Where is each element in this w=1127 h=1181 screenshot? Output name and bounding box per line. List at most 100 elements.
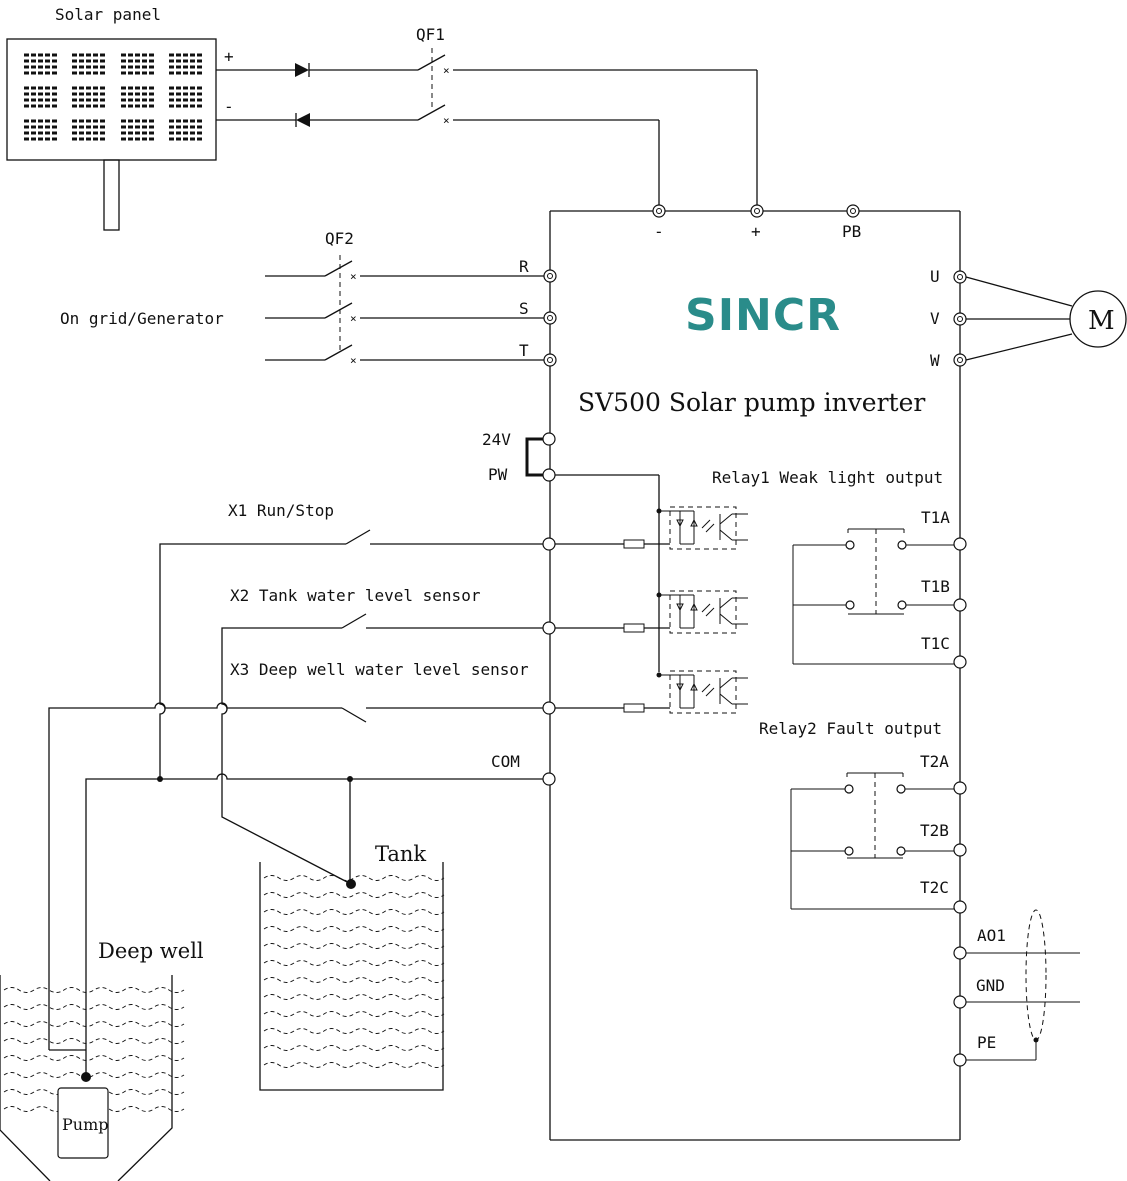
terminal-t2c — [953, 900, 967, 914]
terminal-x1 — [542, 537, 556, 551]
x3-label: X3 Deep well water level sensor — [230, 660, 529, 679]
dc-plus-label: + — [751, 222, 761, 241]
x1-label: X1 Run/Stop — [228, 501, 334, 520]
gnd-label: GND — [976, 976, 1005, 995]
x1-switch — [345, 529, 371, 545]
terminal-t — [543, 353, 557, 367]
terminal-com — [542, 772, 556, 786]
relay2: Relay2 Fault output T2A T2B T2C — [759, 719, 967, 914]
terminal-dc-plus — [750, 204, 764, 218]
tank-sensor-probe — [346, 879, 356, 889]
solar-panel-label: Solar panel — [55, 5, 161, 24]
solar-cells — [24, 53, 202, 141]
svg-text:×: × — [443, 64, 450, 77]
terminal-s-label: S — [519, 299, 529, 318]
relay1-title: Relay1 Weak light output — [712, 468, 943, 487]
inverter-title: SV500 Solar pump inverter — [578, 388, 925, 417]
qf1-switch-bottom — [417, 104, 446, 121]
terminal-r-label: R — [519, 257, 529, 276]
optocoupler-x3-icon — [656, 670, 748, 714]
inverter-body — [549, 210, 961, 1141]
terminal-t2a — [953, 781, 967, 795]
svg-text:×: × — [443, 114, 450, 127]
terminal-t-label: T — [519, 341, 529, 360]
terminal-24v — [542, 432, 556, 446]
solar-plus-label: + — [224, 47, 234, 66]
pump-label: Pump — [62, 1115, 108, 1134]
motor-symbol: M — [1088, 306, 1115, 336]
terminal-gnd — [953, 995, 967, 1009]
solar-panel-pole — [103, 159, 120, 231]
terminal-w-label: W — [930, 351, 940, 370]
terminal-r — [543, 269, 557, 283]
t2b-label: T2B — [920, 821, 949, 840]
grid-input: QF2 On grid/Generator × × × R S T — [60, 229, 557, 367]
deep-well: Deep well Pump — [0, 939, 204, 1181]
digital-inputs: X1 Run/Stop X2 Tank water level sensor X… — [48, 501, 670, 1077]
deep-well-label: Deep well — [98, 939, 204, 963]
motor-output: U V W M — [930, 267, 1127, 370]
tank-water — [263, 875, 445, 1068]
pw-label: PW — [488, 465, 508, 484]
terminal-pb — [846, 204, 860, 218]
terminal-x3 — [542, 701, 556, 715]
svg-text:×: × — [350, 312, 357, 325]
t1b-label: T1B — [921, 577, 950, 596]
relay2-title: Relay2 Fault output — [759, 719, 942, 738]
terminal-x2 — [542, 621, 556, 635]
t1c-label: T1C — [921, 634, 950, 653]
ao1-label: AO1 — [977, 926, 1006, 945]
grid-source-label: On grid/Generator — [60, 309, 224, 328]
qf2-label: QF2 — [325, 229, 354, 248]
qf1-switch-top — [417, 54, 446, 71]
pb-label: PB — [842, 222, 861, 241]
terminal-dc-minus — [652, 204, 666, 218]
com-label: COM — [491, 752, 520, 771]
terminal-t1a — [953, 537, 967, 551]
dc-wiring: QF1 × × — [216, 25, 758, 205]
t2c-label: T2C — [920, 878, 949, 897]
x2-label: X2 Tank water level sensor — [230, 586, 481, 605]
terminal-s — [543, 311, 557, 325]
terminal-u — [953, 270, 967, 284]
motor-icon — [1069, 290, 1127, 348]
diode-positive-icon — [295, 63, 309, 77]
terminal-ao1 — [953, 946, 967, 960]
terminal-t2b — [953, 843, 967, 857]
optocoupler-x2-icon — [656, 590, 748, 634]
analog-output: AO1 GND PE — [953, 909, 1080, 1067]
brand-logo: SINCR — [685, 290, 841, 341]
dc-minus-label: - — [654, 222, 664, 241]
terminal-v — [953, 312, 967, 326]
svg-text:×: × — [350, 354, 357, 367]
well-sensor-probe — [81, 1072, 91, 1082]
tank: Tank — [259, 842, 445, 1091]
terminal-u-label: U — [930, 267, 940, 286]
tank-outline — [259, 862, 444, 1091]
terminal-t1b — [953, 598, 967, 612]
t2a-label: T2A — [920, 752, 949, 771]
diode-negative-icon — [296, 113, 310, 127]
solar-panel: Solar panel + - — [6, 5, 234, 231]
dc-terminals: - + PB — [652, 204, 861, 241]
solar-minus-label: - — [224, 97, 234, 116]
qf1-label: QF1 — [416, 25, 445, 44]
terminal-pe — [953, 1053, 967, 1067]
terminal-v-label: V — [930, 309, 940, 328]
t1a-label: T1A — [921, 508, 950, 527]
v24-label: 24V — [482, 430, 511, 449]
optocouplers — [656, 506, 748, 714]
relay1: Relay1 Weak light output T1A T1B T1C — [712, 468, 967, 669]
shield-icon — [1025, 909, 1047, 1041]
tank-label: Tank — [375, 842, 426, 866]
optocoupler-x1-icon — [656, 506, 748, 550]
pump-icon — [57, 1087, 109, 1159]
x2-switch — [341, 613, 367, 629]
well-water — [3, 987, 185, 1112]
power-terminals: 24V PW — [482, 430, 660, 672]
jumper-link — [525, 437, 543, 477]
pe-label: PE — [977, 1033, 996, 1052]
terminal-t1c — [953, 655, 967, 669]
terminal-w — [953, 353, 967, 367]
svg-text:×: × — [350, 270, 357, 283]
